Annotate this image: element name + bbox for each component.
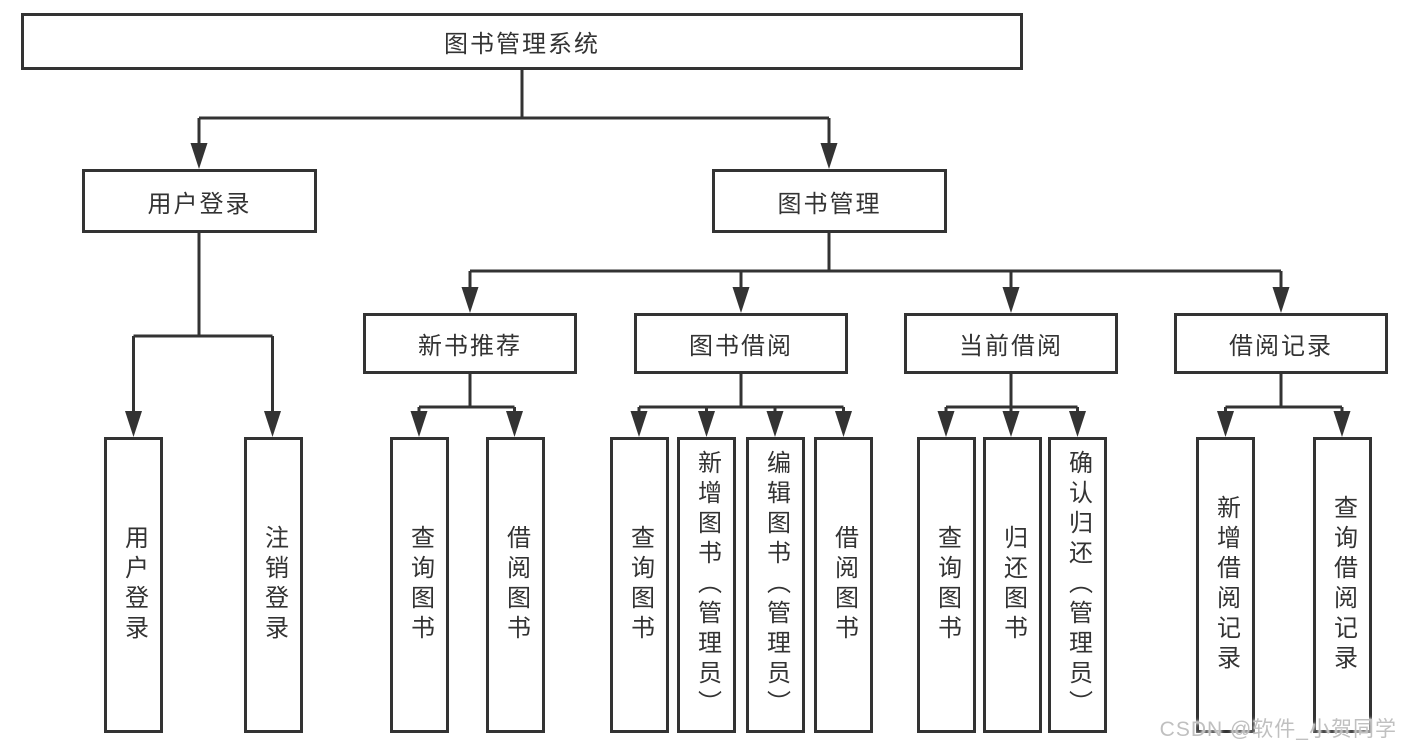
watermark: CSDN @软件_小贺同学 bbox=[1159, 718, 1397, 741]
leaf-borrow-books-borrow: 借阅图书 bbox=[814, 437, 873, 733]
node-label: 用户登录 bbox=[147, 190, 252, 218]
leaf-query-books: 查询图书 bbox=[390, 437, 449, 733]
node-label: 图书借阅 bbox=[689, 333, 793, 360]
leaf-label: 归还图书 bbox=[999, 525, 1027, 645]
leaf-label: 查询借阅记录 bbox=[1329, 495, 1357, 675]
node-book-borrowing: 图书借阅 bbox=[634, 313, 848, 374]
leaf-label: 编辑图书（管理员） bbox=[762, 450, 790, 720]
node-label: 图书管理 bbox=[777, 190, 882, 218]
node-label: 新书推荐 bbox=[418, 333, 522, 360]
leaf-query-books-borrow: 查询图书 bbox=[610, 437, 669, 733]
leaf-label: 查询图书 bbox=[406, 525, 434, 645]
node-library-system: 图书管理系统 bbox=[21, 13, 1023, 70]
leaf-label: 借阅图书 bbox=[830, 525, 858, 645]
node-borrowing-records: 借阅记录 bbox=[1174, 313, 1388, 374]
leaf-label: 新增图书（管理员） bbox=[693, 450, 721, 720]
leaf-label: 新增借阅记录 bbox=[1212, 495, 1240, 675]
leaf-label: 确认归还（管理员） bbox=[1064, 450, 1092, 720]
leaf-logout: 注销登录 bbox=[244, 437, 303, 733]
leaf-add-book-admin: 新增图书（管理员） bbox=[677, 437, 736, 733]
node-label: 图书管理系统 bbox=[444, 31, 600, 58]
leaf-return-books: 归还图书 bbox=[983, 437, 1042, 733]
leaf-label: 注销登录 bbox=[260, 525, 288, 645]
leaf-label: 用户登录 bbox=[120, 525, 148, 645]
leaf-borrow-books: 借阅图书 bbox=[486, 437, 545, 733]
node-user-login: 用户登录 bbox=[82, 169, 317, 233]
leaf-query-borrow-record: 查询借阅记录 bbox=[1313, 437, 1372, 733]
leaf-query-books-current: 查询图书 bbox=[917, 437, 976, 733]
node-book-management: 图书管理 bbox=[712, 169, 947, 233]
node-label: 当前借阅 bbox=[959, 333, 1063, 360]
leaf-add-borrow-record: 新增借阅记录 bbox=[1196, 437, 1255, 733]
node-new-book-recommendation: 新书推荐 bbox=[363, 313, 577, 374]
leaf-user-login: 用户登录 bbox=[104, 437, 163, 733]
leaf-edit-book-admin: 编辑图书（管理员） bbox=[746, 437, 805, 733]
node-current-borrowing: 当前借阅 bbox=[904, 313, 1118, 374]
leaf-label: 查询图书 bbox=[626, 525, 654, 645]
leaf-label: 借阅图书 bbox=[502, 525, 530, 645]
leaf-label: 查询图书 bbox=[933, 525, 961, 645]
node-label: 借阅记录 bbox=[1229, 333, 1333, 360]
leaf-confirm-return-admin: 确认归还（管理员） bbox=[1048, 437, 1107, 733]
